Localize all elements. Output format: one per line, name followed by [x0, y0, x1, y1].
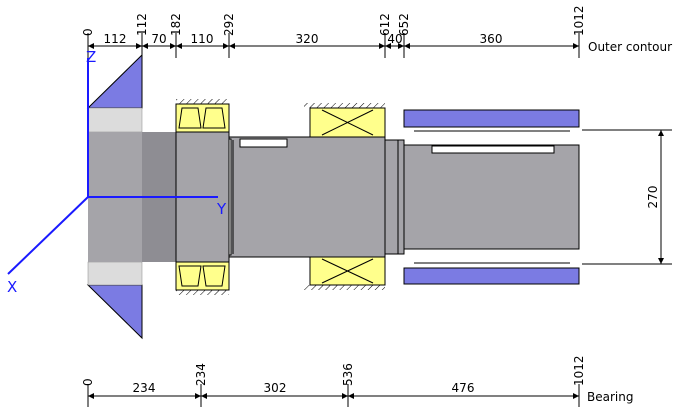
shaft-section-6: [403, 144, 580, 250]
outer-segment-label: 360: [480, 32, 503, 46]
outer-arrowheads: [88, 43, 579, 49]
hub-element: [403, 109, 580, 285]
bearing-dimension: 0 234 536 1012 234 302 476 Bearing: [81, 355, 633, 407]
bearing-cross: [321, 258, 374, 284]
bearing-pos-label: 0: [81, 378, 95, 386]
outer-pos-label: 292: [222, 13, 236, 36]
bearing-roller: [202, 107, 226, 129]
bearing-pos-label: 234: [194, 363, 208, 386]
bearing-segment-label: 476: [452, 381, 475, 395]
bearing-top: [175, 103, 230, 133]
hub-top: [403, 109, 580, 128]
support-lower-cone: [86, 284, 143, 340]
bearing-housing-bottom: [304, 285, 385, 290]
x-axis-label: X: [7, 278, 17, 296]
bearing-housing-top: [304, 103, 385, 108]
x-axis: [7, 196, 89, 275]
outer-contour-label: Outer contour: [588, 40, 672, 54]
outer-segment-label: 112: [104, 32, 127, 46]
shaft-section-5: [384, 139, 405, 255]
bearing-housing-bottom: [176, 290, 229, 295]
shaft-end-light-bottom: [87, 261, 143, 286]
bearing-roller: [178, 107, 202, 129]
outer-pos-label: 652: [397, 13, 411, 36]
outer-pos-label: 112: [135, 13, 149, 36]
outer-pos-label: 612: [378, 13, 392, 36]
bearing-cross: [321, 109, 374, 136]
diameter-label: 270: [646, 186, 660, 209]
keyway-1: [239, 138, 288, 148]
outer-pos-label: 0: [81, 28, 95, 36]
outer-segment-label: 40: [387, 32, 402, 46]
left-support: [86, 53, 143, 340]
bearing-segment-label: 234: [133, 381, 156, 395]
y-axis-label: Y: [216, 200, 227, 218]
bearing-bottom: [175, 261, 230, 291]
bearing-roller: [178, 265, 202, 287]
outer-segment-label: 110: [191, 32, 214, 46]
rolling-bearing-2: [304, 103, 386, 290]
outer-segment-label: 320: [296, 32, 319, 46]
bearing-housing-top: [176, 99, 229, 104]
diameter-dimension: 270: [582, 129, 672, 265]
bearing-pos-label: 536: [341, 363, 355, 386]
shaft-end-light-top: [87, 107, 143, 133]
outer-pos-label: 182: [169, 13, 183, 36]
rolling-bearing-1: [175, 99, 230, 295]
keyway-2: [431, 145, 555, 154]
outer-pos-label: 1012: [572, 5, 586, 36]
shaft-section-4: [228, 136, 386, 258]
bearing-label: Bearing: [587, 390, 633, 404]
outer-segment-label: 70: [151, 32, 166, 46]
bearing-segment-label: 302: [264, 381, 287, 395]
coordinate-axes: Z Y X: [7, 48, 227, 296]
outer-contour-dimension: 0 112 182 292 612 652 1012 112 70 110 32…: [81, 5, 672, 58]
hub-bottom: [403, 267, 580, 285]
bearing-pos-label: 1012: [572, 355, 586, 386]
z-axis-label: Z: [86, 48, 96, 66]
bearing-roller: [202, 265, 226, 287]
